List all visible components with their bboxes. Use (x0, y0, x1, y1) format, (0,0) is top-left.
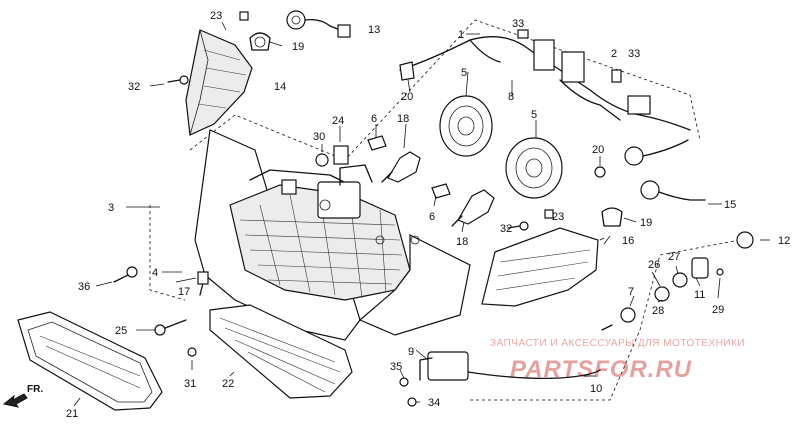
callout-25: 25 (115, 325, 127, 337)
headlight-bulb-upper (381, 151, 421, 183)
clip-33-upper (517, 29, 529, 39)
bulb-socket-20-upper (399, 61, 415, 81)
grommet-17 (197, 271, 209, 285)
bulb-socket-19-lower (601, 207, 623, 227)
callout-31: 31 (184, 378, 196, 390)
front-direction-arrow: FR. (2, 384, 43, 408)
clip-31 (187, 347, 197, 357)
callout-17: 17 (178, 286, 190, 298)
o-ring-12 (736, 231, 754, 249)
bulb-socket-19-upper (249, 32, 271, 51)
callout-32-lower: 32 (500, 223, 512, 235)
callout-29: 29 (712, 304, 724, 316)
callout-22: 22 (222, 378, 234, 390)
callout-6-upper: 6 (371, 113, 377, 125)
callout-30: 30 (313, 131, 325, 143)
boundary-line-lower-right (470, 239, 741, 401)
callout-16: 16 (622, 235, 634, 247)
callout-12: 12 (778, 235, 790, 247)
leader-lines (73, 21, 770, 407)
callout-5-lower: 5 (531, 109, 537, 121)
callout-35: 35 (390, 361, 402, 373)
callout-3: 3 (108, 202, 114, 214)
callout-6-lower: 6 (429, 211, 435, 223)
callout-4: 4 (152, 267, 158, 279)
headlight-bulb-lower (451, 189, 495, 227)
callout-18-lower: 18 (456, 236, 468, 248)
right-turn-signal-lens (481, 227, 599, 307)
callout-14: 14 (274, 81, 286, 93)
callout-24: 24 (332, 115, 344, 127)
callout-8: 8 (508, 91, 514, 103)
front-cover (17, 311, 163, 411)
bulb-20-lower (594, 166, 606, 178)
headlight-bulb-cover-upper (439, 95, 493, 157)
clip-23-upper (239, 11, 249, 21)
adjuster-cable (419, 351, 601, 381)
callout-23-upper: 23 (210, 10, 222, 22)
callout-27: 27 (668, 251, 680, 263)
watermark-tagline: ЗАПЧАСТИ И АКСЕССУАРЫ ДЛЯ МОТОТЕХНИКИ (490, 338, 745, 349)
callout-19-upper: 19 (292, 41, 304, 53)
adjuster-assembly (601, 257, 724, 331)
bolt-25 (154, 319, 187, 336)
main-headlight-housing (194, 129, 471, 341)
side-turn-signal-lens (185, 29, 253, 136)
callout-18-upper: 18 (397, 113, 409, 125)
callout-11: 11 (694, 289, 705, 301)
screw-32-upper (167, 75, 189, 85)
callout-2: 2 (611, 48, 617, 60)
callout-33-upper: 33 (512, 18, 524, 30)
callout-9: 9 (408, 346, 414, 358)
boundary-line-left (149, 205, 186, 301)
callout-23-lower: 23 (552, 211, 564, 223)
dust-boot-lower (431, 183, 451, 199)
lower-garnish (209, 304, 353, 399)
callout-19-lower: 19 (640, 217, 652, 229)
callout-26: 26 (648, 259, 660, 271)
wiring-harness (399, 36, 691, 166)
bracket-24 (333, 145, 349, 165)
callout-36: 36 (78, 281, 90, 293)
callout-20-upper: 20 (401, 91, 413, 103)
callout-1: 1 (458, 29, 464, 41)
screw-32-lower (507, 221, 529, 231)
callout-15: 15 (724, 199, 736, 211)
clip-2 (611, 69, 622, 83)
callout-33-lower: 33 (628, 48, 640, 60)
callout-21: 21 (66, 408, 78, 420)
callout-28: 28 (652, 305, 664, 317)
callout-10: 10 (590, 383, 602, 395)
screw-35 (399, 377, 409, 387)
callout-32-upper: 32 (128, 81, 140, 93)
headlight-bulb-cover-lower (505, 137, 563, 199)
callout-7: 7 (628, 286, 634, 298)
callout-20-lower: 20 (592, 144, 604, 156)
callout-13: 13 (368, 24, 380, 36)
screw-34 (407, 397, 417, 407)
front-direction-label: FR. (27, 384, 43, 395)
grommet-30 (315, 153, 329, 167)
clip-23-lower (544, 209, 554, 219)
wiring-socket-15 (640, 180, 706, 201)
callout-labels: 23 19 32 14 13 1 33 2 33 5 20 8 5 24 6 1… (66, 10, 790, 420)
callout-34: 34 (428, 397, 440, 409)
callout-5-upper: 5 (461, 67, 467, 79)
bolt-36 (113, 266, 138, 283)
dust-boot-upper (367, 135, 387, 151)
wiring-socket-upper (286, 10, 351, 38)
